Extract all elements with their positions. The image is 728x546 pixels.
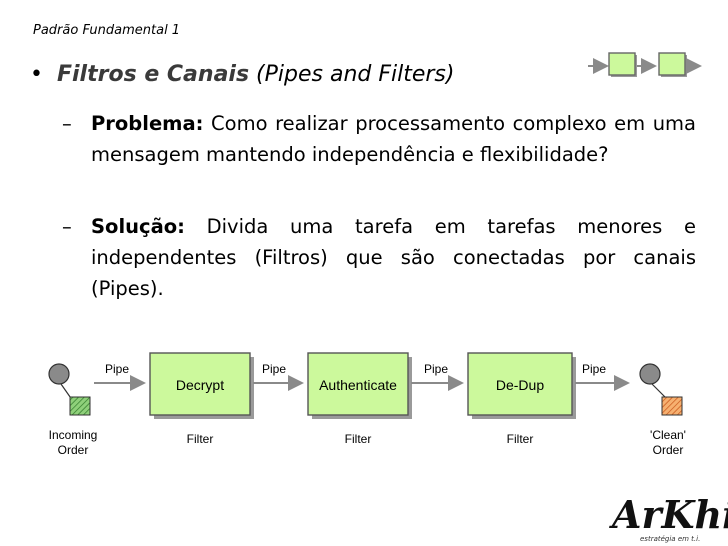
slide-header: Padrão Fundamental 1 <box>33 23 181 38</box>
bullet-dot: • <box>30 62 43 87</box>
bullet-title-bold: Filtros e Canais <box>56 62 250 87</box>
message-icon <box>661 396 683 416</box>
dash-marker: – <box>62 112 72 135</box>
incoming-order-source: Incoming Order <box>48 363 98 457</box>
problem-label: Problema: <box>91 112 204 135</box>
pipe-label: Pipe <box>424 362 448 376</box>
source-endpoint-icon <box>48 363 70 385</box>
solution-text: Divida uma tarefa em tarefas menores e i… <box>91 215 696 300</box>
problem-text: Como realizar processamento complexo em … <box>91 112 696 166</box>
pipe-label: Pipe <box>105 362 129 376</box>
message-icon <box>69 396 91 416</box>
clean-order-sink: 'Clean' Order <box>639 363 686 457</box>
pipe-label: Pipe <box>582 362 606 376</box>
solution-item: – Solução: Divida uma tarefa em tarefas … <box>62 211 696 304</box>
filter-dedup: De-Dup Filter <box>467 352 576 446</box>
solution-label: Solução: <box>91 215 185 238</box>
sink-endpoint-icon <box>639 363 661 385</box>
logo-tagline: estratégia em t.i. <box>640 535 700 543</box>
source-label-line2: Order <box>58 443 89 457</box>
filter-name: Decrypt <box>176 377 224 393</box>
filter-caption: Filter <box>187 432 214 446</box>
filter-caption: Filter <box>507 432 534 446</box>
pipe-label: Pipe <box>262 362 286 376</box>
filter-decrypt: Decrypt Filter <box>149 352 254 446</box>
bullet-title: • Filtros e Canais (Pipes and Filters) <box>30 62 454 87</box>
sink-label-line2: Order <box>653 443 684 457</box>
pipes-filters-icon <box>588 52 702 77</box>
logo-text: ArKhi <box>609 492 728 537</box>
filter-authenticate: Authenticate Filter <box>307 352 412 446</box>
arkhi-logo: ArKhi estratégia em t.i. <box>609 492 728 543</box>
filter-name: Authenticate <box>319 377 397 393</box>
problem-item: – Problema: Como realizar processamento … <box>62 108 696 170</box>
sink-label-line1: 'Clean' <box>650 428 686 442</box>
bullet-title-italic: (Pipes and Filters) <box>256 62 455 87</box>
filter-caption: Filter <box>345 432 372 446</box>
dash-marker: – <box>62 215 72 238</box>
source-label-line1: Incoming <box>49 428 98 442</box>
filter-name: De-Dup <box>496 377 544 393</box>
